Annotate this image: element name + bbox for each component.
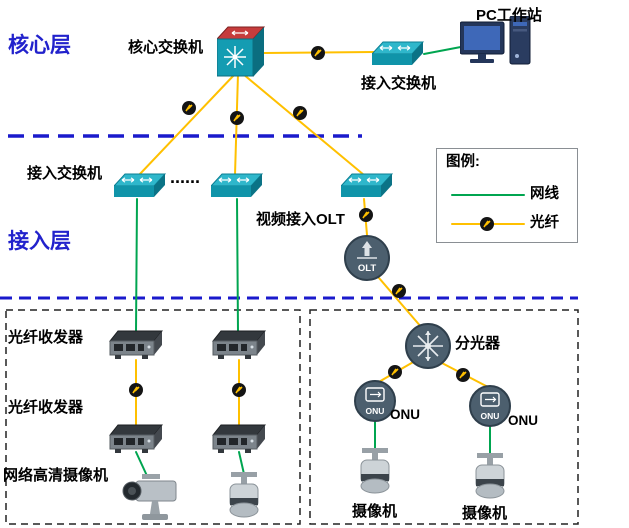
legend-title: 图例: [446,154,480,170]
pc-workstation-icon [460,16,531,65]
fiber-olt-splitter [378,277,423,329]
fiber-transceiver-2-icon [212,330,266,359]
fiber-core-switch2 [234,73,239,176]
splitter-device-icon [405,323,451,369]
fiber-transceiver-2b-icon [212,424,266,453]
fiber-connector-icon [182,101,196,115]
fiber-connector-icon [232,383,246,397]
olt-icon-label: OLT [358,263,376,274]
olt-device-icon: OLT [344,235,390,281]
fiber-transceiver-1-icon [109,330,163,359]
fiber-connector-icon [392,284,406,298]
fiber-transceiver-1b-icon [109,424,163,453]
onu1-device-icon: ONU [354,380,396,422]
core-switch-icon [217,26,265,77]
access-switch-2-icon [211,173,263,197]
access-switch-3-icon [341,173,393,197]
fiber-transceiver-row1-label: 光纤收发器 [8,329,84,346]
access-switch-1-icon [114,173,166,197]
dome-camera-1-icon [360,448,390,494]
fiber-connector-icon [388,365,402,379]
access-switch-top-icon [372,41,424,65]
fiber-core-accessswitch [263,51,375,54]
camera-left-label: 摄像机 [352,503,398,520]
video-olt-label: 视频接入OLT [256,211,345,228]
access-switch-left-label: 接入交换机 [27,165,103,182]
onu2-device-icon: ONU [469,385,511,427]
onu1-icon-label: ONU [366,406,385,416]
legend-ethernet-label: 网线 [530,186,559,202]
onu2-icon-label: ONU [481,411,500,421]
dome-camera-2-icon [475,453,505,499]
ethernet-links [135,45,525,479]
camera-right-label: 摄像机 [462,505,508,522]
hd-camera-label: 网络高清摄像机 [3,467,109,484]
pc-workstation-label: PC工作站 [476,7,542,24]
fiber-transceiver-row2-label: 光纤收发器 [8,399,84,416]
core-switch-label: 核心交换机 [128,39,204,56]
ethernet-switch1-transceiver1 [135,198,138,333]
onu-left-label: ONU [390,407,420,422]
splitter-label: 分光器 [455,335,501,352]
access-switch-top-label: 接入交换机 [361,75,437,92]
fiber-connector-icon [359,208,373,222]
box-camera-icon [122,474,177,520]
fiber-connector-icon [311,46,325,60]
fiber-connector-icon [129,383,143,397]
ellipsis-label: ...... [170,167,201,187]
onu-right-label: ONU [508,413,538,428]
fiber-connector-icon [230,111,244,125]
fiber-switch3-olt [363,198,368,236]
core-layer-label: 核心层 [8,34,71,57]
fiber-connector-icon [293,106,307,120]
dome-camera-left-zone-icon [229,472,259,518]
legend-fiber-label: 光纤 [530,215,559,231]
access-layer-label: 接入层 [8,230,71,253]
fiber-core-switch1 [138,73,236,176]
fiber-core-switch3 [242,73,365,176]
ethernet-switch2-transceiver2 [236,198,239,333]
fiber-connector-icon [456,368,470,382]
